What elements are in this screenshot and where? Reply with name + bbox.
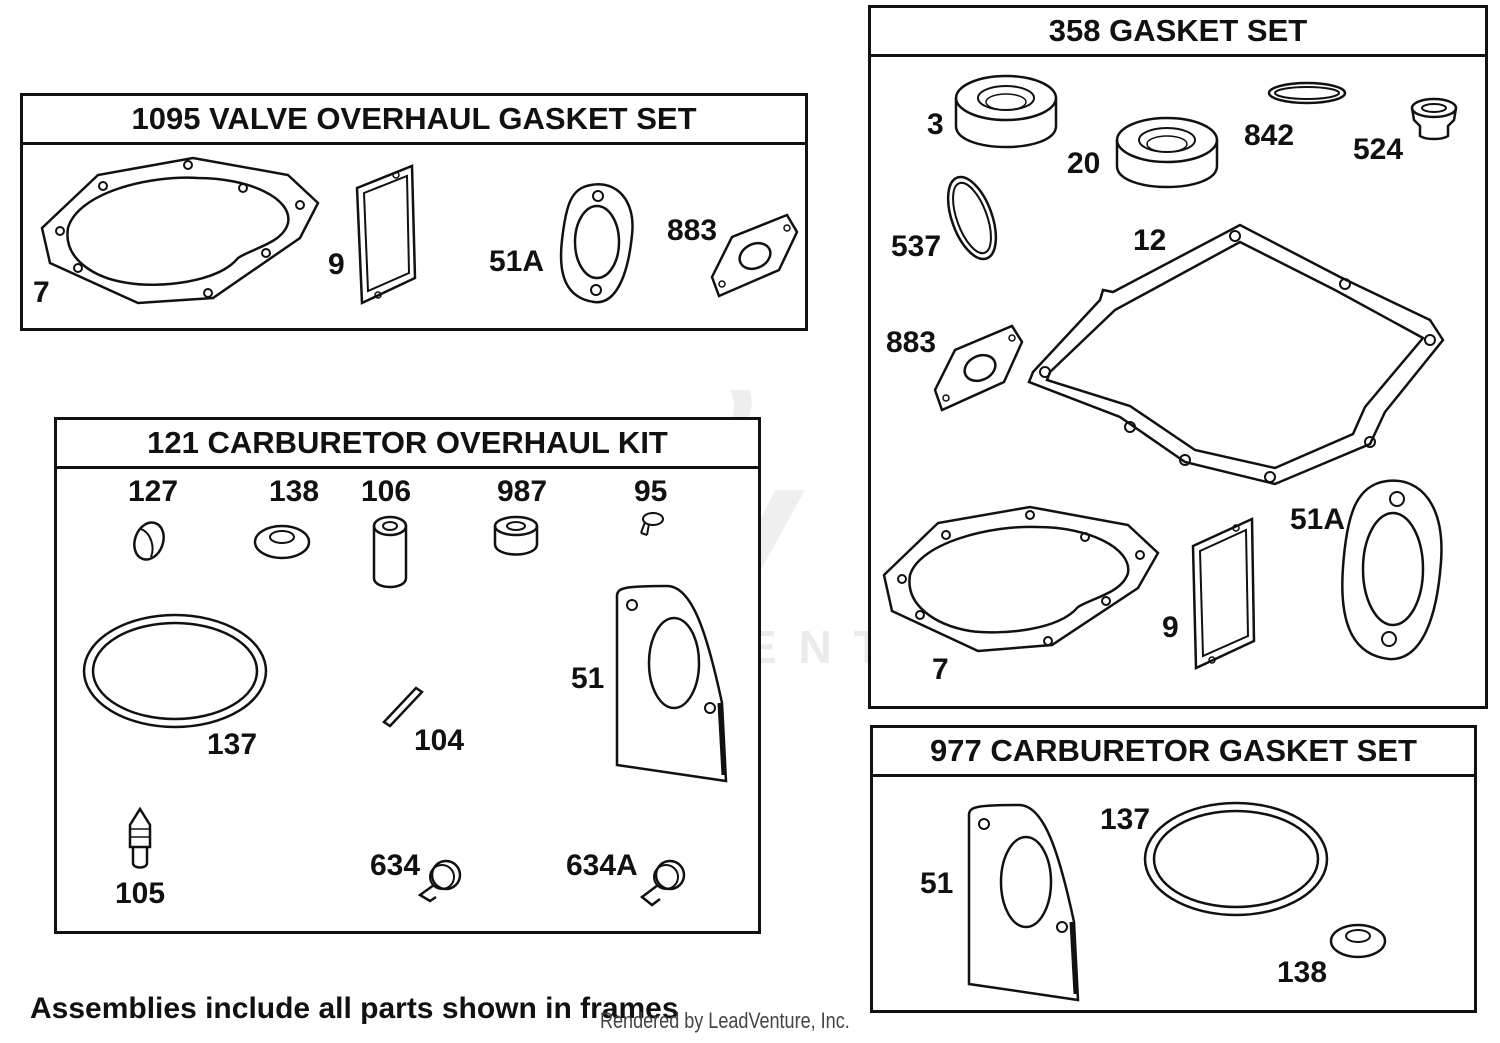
part-label-95: 95 <box>634 475 668 508</box>
assemblies-footnote: Assemblies include all parts shown in fr… <box>30 992 679 1025</box>
breather-gasket-icon <box>1188 516 1258 670</box>
part-label-51: 51 <box>571 662 605 695</box>
render-credit: Rendered by LeadVenture, Inc. <box>600 1008 850 1033</box>
crankcase-gasket-icon <box>1025 222 1447 494</box>
small-o-ring-icon <box>1266 80 1348 106</box>
frame-title: 121 CARBURETOR OVERHAUL KIT <box>57 420 758 469</box>
frame-title: 358 GASKET SET <box>871 8 1485 57</box>
part-label-12: 12 <box>1133 224 1167 257</box>
part-label-987: 987 <box>497 475 548 508</box>
flange-gasket-icon <box>930 322 1026 412</box>
spacer-icon <box>492 514 540 558</box>
breather-gasket-icon <box>352 163 420 305</box>
part-label-842: 842 <box>1244 119 1295 152</box>
cup-seal-icon <box>131 519 167 563</box>
needle-valve-icon <box>124 807 156 869</box>
part-label-524: 524 <box>1353 133 1404 166</box>
frame-gasket-set: 358 GASKET SET <box>868 5 1488 709</box>
bushing-icon <box>370 514 410 590</box>
part-label-883: 883 <box>886 326 937 359</box>
cylinder-head-gasket-icon <box>880 503 1162 655</box>
part-label-137: 137 <box>207 728 258 761</box>
part-label-3: 3 <box>927 108 944 141</box>
pin-icon <box>378 682 428 732</box>
cylinder-head-gasket-icon <box>38 153 323 308</box>
part-label-9: 9 <box>1162 611 1179 644</box>
o-ring-icon <box>942 172 1002 264</box>
o-ring-icon <box>80 611 270 731</box>
part-label-7: 7 <box>932 653 949 686</box>
o-ring-icon <box>1141 799 1331 919</box>
intake-gasket-icon <box>1337 477 1447 663</box>
part-label-51: 51 <box>920 867 954 900</box>
part-label-634a: 634A <box>566 849 638 882</box>
intake-gasket-icon <box>556 180 638 306</box>
part-label-106: 106 <box>361 475 412 508</box>
part-label-127: 127 <box>128 475 179 508</box>
part-label-137: 137 <box>1100 803 1151 836</box>
screw-icon <box>637 509 667 537</box>
frame-carburetor-overhaul-kit: 121 CARBURETOR OVERHAUL KIT <box>54 417 761 934</box>
part-label-537: 537 <box>891 230 942 263</box>
part-label-9: 9 <box>328 248 345 281</box>
part-label-883: 883 <box>667 214 718 247</box>
frame-title: 977 CARBURETOR GASKET SET <box>873 728 1474 777</box>
part-label-104: 104 <box>414 724 465 757</box>
part-label-138: 138 <box>1277 956 1328 989</box>
part-label-51a: 51A <box>489 245 545 278</box>
oil-seal-icon <box>1113 114 1221 194</box>
oil-seal-icon <box>952 72 1060 154</box>
frame-title: 1095 VALVE OVERHAUL GASKET SET <box>23 96 805 145</box>
spring-icon <box>412 857 468 905</box>
part-label-51a: 51A <box>1290 503 1346 536</box>
part-label-105: 105 <box>115 877 166 910</box>
spring-icon <box>634 857 690 909</box>
carburetor-plate-gasket-icon <box>964 802 1082 1002</box>
washer-icon <box>1328 921 1388 959</box>
part-label-138: 138 <box>269 475 320 508</box>
part-label-20: 20 <box>1067 147 1101 180</box>
flange-gasket-icon <box>707 212 801 298</box>
part-label-634: 634 <box>370 849 421 882</box>
frame-carburetor-gasket-set: 977 CARBURETOR GASKET SET <box>870 725 1477 1013</box>
plug-icon <box>1406 96 1460 140</box>
carburetor-plate-gasket-icon <box>612 583 730 783</box>
part-label-7: 7 <box>33 276 50 309</box>
washer-icon <box>252 522 312 560</box>
